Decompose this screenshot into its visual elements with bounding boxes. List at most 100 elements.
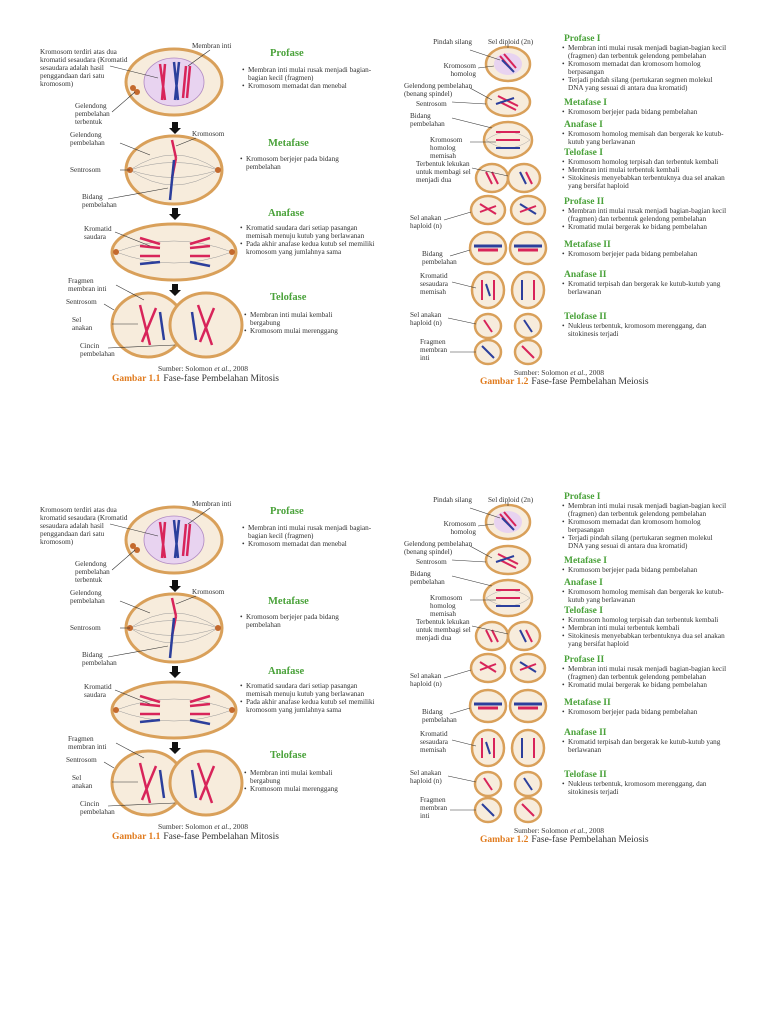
bullet: Kromosom mulai merenggang [244, 327, 364, 335]
mitosis-phase-anafase-title: Anafase [268, 208, 305, 219]
caption-text: Fase-fase Pembelahan Mitosis [163, 374, 279, 384]
source-italic: et al. [214, 822, 230, 831]
meiosis-label-haploid-2: Sel anakan haploid (n) [410, 311, 442, 327]
label-gelendong-pembelahan: Gelendong pembelahan [70, 589, 105, 605]
bullet: Nukleus terbentuk, kromosom merenggang, … [562, 322, 728, 338]
label-sentrosom: Sentrosom [70, 624, 101, 632]
label-kromosom-terdiri: Kromosom terdiri atas dua kromatid sesau… [40, 506, 128, 546]
label-sel-anakan: Sel anakan [72, 316, 93, 332]
bullet: Kromosom homolog memisah dan bergerak ke… [562, 588, 728, 604]
figure-copy-bottom: Kromosom terdiri atas dua kromatid sesau… [0, 458, 768, 878]
bullet: Kromatid mulai bergerak ke bidang pembel… [562, 223, 728, 231]
caption-text: Fase-fase Pembelahan Mitosis [163, 832, 279, 842]
meiosis-label-homolog-memisah: Kromosom homolog memisah [430, 136, 463, 160]
meiosis-label-fragmen: Fragmen membran inti [420, 796, 448, 820]
label-sentrosom-2: Sentrosom [66, 756, 97, 764]
label-gelendong-terbentuk: Gelendong pembelahan terbentuk [75, 102, 110, 126]
mitosis-phase-metafase-title: Metafase [268, 138, 309, 149]
label-cincin-pembelahan: Cincin pembelahan [80, 800, 115, 816]
meiosis-phase-profase1-title: Profase I [564, 34, 601, 44]
source-italic: et al. [570, 368, 586, 377]
meiosis-phase-telofase2-bullets: Nukleus terbentuk, kromosom merenggang, … [562, 322, 728, 338]
bullet: Kromosom memadat dan menebal [242, 540, 384, 548]
mitosis-phase-telofase-title: Telofase [270, 750, 307, 761]
mitosis-cell-metafase [124, 592, 224, 664]
meiosis-phase-metafase1-bullets: Kromosom berjejer pada bidang pembelahan [562, 108, 728, 116]
meiosis-phase-metafase1-title: Metafase I [564, 556, 607, 566]
meiosis-phase-telofase1-title: Telofase I [564, 606, 603, 616]
caption-number: Gambar 1.2 [480, 835, 529, 845]
bullet: Kromatid terpisah dan bergerak ke kutub-… [562, 280, 728, 296]
mitosis-cell-profase [124, 505, 224, 575]
bullet: Kromosom homolog terpisah dan terbentuk … [562, 158, 728, 166]
bullet: Kromosom memadat dan kromosom homolog be… [562, 60, 728, 76]
meiosis-label-haploid: Sel anakan haploid (n) [410, 214, 442, 230]
meiosis-label-bidang: Bidang pembelahan [410, 570, 445, 586]
source-prefix: Sumber: Solomon [514, 368, 571, 377]
label-cincin-pembelahan: Cincin pembelahan [80, 342, 115, 358]
label-gelendong-terbentuk: Gelendong pembelahan terbentuk [75, 560, 110, 584]
bullet: Kromosom mulai merenggang [244, 785, 364, 793]
meiosis-label-fragmen: Fragmen membran inti [420, 338, 448, 362]
meiosis-cell-profase1 [484, 503, 532, 541]
meiosis-phase-profase1-title: Profase I [564, 492, 601, 502]
mitosis-phase-profase-bullets: Membran inti mulai rusak menjadi bagian-… [242, 66, 384, 90]
meiosis-illustration [443, 44, 548, 366]
meiosis-figure: Pindah silang Sel diploid (2n) Kromosom … [400, 0, 768, 400]
bullet: Membran inti mulai rusak menjadi bagian-… [562, 44, 728, 60]
label-kromosom: Kromosom [192, 588, 225, 596]
meiosis-label-gelendong: Gelendong pembelahan (benang spindel) [404, 82, 473, 98]
bullet: Membran inti mulai rusak menjadi bagian-… [242, 66, 384, 82]
bullet: Membran inti mulai kembali bergabung [244, 311, 364, 327]
bullet: Membran inti mulai terbentuk kembali [562, 624, 728, 632]
mitosis-source: Sumber: Solomon et al., 2008 [158, 364, 248, 373]
meiosis-label-sentrosom: Sentrosom [416, 100, 447, 108]
bullet: Membran inti mulai rusak menjadi bagian-… [242, 524, 384, 540]
meiosis-cells-column-left [468, 194, 508, 366]
mitosis-phase-anafase-title: Anafase [268, 666, 305, 677]
bullet: Pada akhir anafase kedua kutub sel memil… [240, 698, 385, 714]
bullet: Nukleus terbentuk, kromosom merenggang, … [562, 780, 728, 796]
bullet: Kromosom berjejer pada bidang pembelahan [562, 108, 728, 116]
bullet: Sitokinesis menyebabkan terbentuknya dua… [562, 632, 728, 648]
meiosis-phase-anafase2-title: Anafase II [564, 728, 607, 738]
meiosis-source: Sumber: Solomon et al., 2008 [514, 368, 604, 377]
mitosis-illustration [103, 47, 244, 359]
mitosis-cell-metafase [124, 134, 224, 206]
meiosis-phase-anafase1-bullets: Kromosom homolog memisah dan bergerak ke… [562, 130, 728, 146]
meiosis-cell-metafase1 [482, 578, 534, 618]
caption-text: Fase-fase Pembelahan Meiosis [531, 835, 649, 845]
label-kromosom: Kromosom [192, 130, 225, 138]
label-kromatid-saudara: Kromatid saudara [84, 225, 112, 241]
meiosis-label-haploid: Sel anakan haploid (n) [410, 672, 442, 688]
label-sentrosom-2: Sentrosom [66, 298, 97, 306]
label-fragmen-membran: Fragmen membran inti [68, 735, 107, 751]
meiosis-label-bidang-2: Bidang pembelahan [422, 250, 457, 266]
meiosis-phase-metafase2-title: Metafase II [564, 240, 611, 250]
meiosis-phase-profase2-title: Profase II [564, 197, 605, 207]
source-prefix: Sumber: Solomon [514, 826, 571, 835]
bullet: Terjadi pindah silang (pertukaran segmen… [562, 534, 728, 550]
caption-number: Gambar 1.1 [112, 374, 161, 384]
mitosis-phase-profase-bullets: Membran inti mulai rusak menjadi bagian-… [242, 524, 384, 548]
meiosis-label-pindah-silang: Pindah silang [433, 496, 472, 504]
mitosis-source: Sumber: Solomon et al., 2008 [158, 822, 248, 831]
meiosis-phase-anafase2-bullets: Kromatid terpisah dan bergerak ke kutub-… [562, 280, 728, 296]
meiosis-cell-profase1b [484, 544, 532, 576]
bullet: Membran inti mulai rusak menjadi bagian-… [562, 665, 728, 681]
meiosis-cell-metafase1 [482, 120, 534, 160]
bullet: Membran inti mulai rusak menjadi bagian-… [562, 502, 728, 518]
meiosis-label-bidang-2: Bidang pembelahan [422, 708, 457, 724]
meiosis-phase-metafase1-bullets: Kromosom berjejer pada bidang pembelahan [562, 566, 728, 574]
mitosis-phase-metafase-bullets: Kromosom berjejer pada bidang pembelahan [240, 155, 360, 171]
source-prefix: Sumber: Solomon [158, 822, 215, 831]
label-sentrosom: Sentrosom [70, 166, 101, 174]
meiosis-phase-telofase2-title: Telofase II [564, 312, 607, 322]
label-fragmen-membran: Fragmen membran inti [68, 277, 107, 293]
meiosis-label-gelendong: Gelendong pembelahan (benang spindel) [404, 540, 473, 556]
meiosis-label-sel-diploid: Sel diploid (2n) [488, 496, 534, 504]
meiosis-phase-telofase2-title: Telofase II [564, 770, 607, 780]
bullet: Pada akhir anafase kedua kutub sel memil… [240, 240, 385, 256]
